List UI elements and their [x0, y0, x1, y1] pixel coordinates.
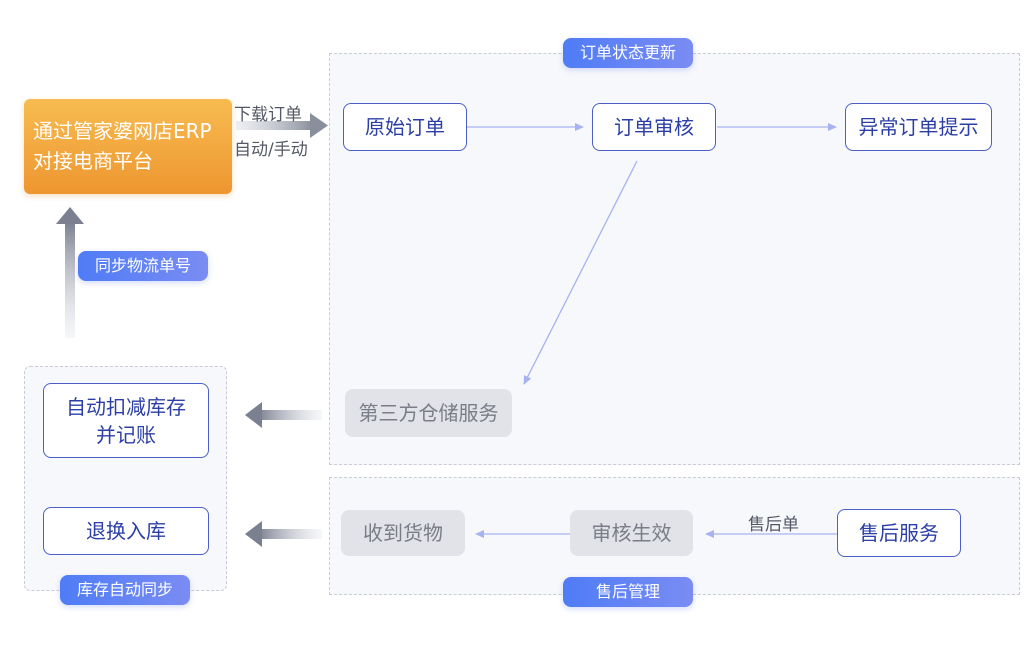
return-exchange-box: 退换入库: [43, 507, 209, 555]
aftersale-order-label: 售后单: [748, 515, 799, 535]
download-arrow: [236, 113, 328, 138]
abnormal-order-box: 异常订单提示: [845, 103, 992, 151]
original-order-box: 原始订单: [343, 103, 467, 151]
auto-deduct-line-1: 自动扣减库存: [66, 394, 186, 419]
goods-received-box: 收到货物: [341, 510, 465, 556]
inventory-deduct-arrow: [245, 402, 322, 428]
auto-deduct-line-2: 并记账: [96, 422, 156, 447]
aftersale-service-box: 售后服务: [837, 509, 961, 557]
connector-review-to-storage: [523, 160, 638, 385]
erp-line-2: 对接电商平台: [33, 149, 153, 173]
auto-manual-label: 自动/手动: [234, 140, 308, 160]
sync-logistics-label: 同步物流单号: [78, 251, 208, 281]
download-order-label: 下载订单: [234, 105, 302, 125]
order-status-update-label: 订单状态更新: [563, 38, 693, 68]
auto-deduct-inventory-box: 自动扣减库存 并记账: [43, 383, 209, 458]
inventory-auto-sync-label: 库存自动同步: [60, 575, 190, 605]
erp-platform-box: 通过管家婆网店ERP 对接电商平台: [24, 99, 232, 194]
return-stock-arrow: [245, 521, 322, 547]
third-party-storage-box: 第三方仓储服务: [345, 389, 512, 437]
erp-line-1: 通过管家婆网店ERP: [33, 119, 212, 143]
aftersale-management-label: 售后管理: [563, 577, 693, 607]
review-effective-box: 审核生效: [570, 510, 693, 556]
order-review-box: 订单审核: [592, 103, 716, 151]
logistics-sync-arrow: [56, 207, 84, 338]
